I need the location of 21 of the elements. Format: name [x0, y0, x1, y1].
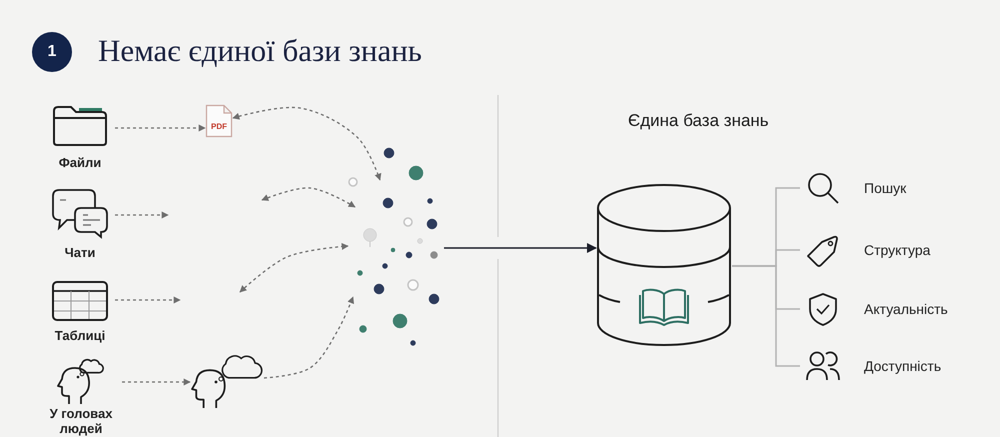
slide-title: Немає єдиної бази знань — [98, 32, 422, 70]
dashed-arrow — [261, 187, 356, 208]
feature-label: Актуальність — [864, 300, 948, 318]
dashed-arrow — [264, 296, 354, 379]
dashed-arrow — [232, 106, 382, 181]
arrow — [444, 243, 597, 253]
dashed-arrow — [239, 243, 349, 292]
node-label: Чати — [64, 245, 96, 260]
dashed-arrow — [115, 124, 206, 132]
step-number: 1 — [32, 32, 72, 72]
dashed-arrow — [122, 378, 191, 386]
node-label: У головах людей — [48, 406, 114, 436]
node-label: Таблиці — [54, 328, 106, 343]
section-heading: Єдина база знань — [628, 111, 769, 131]
dashed-arrow — [115, 212, 169, 218]
feature-label: Структура — [864, 242, 930, 258]
connector-line — [732, 265, 800, 367]
node-label: Файли — [58, 155, 102, 170]
feature-label: Пошук — [864, 180, 906, 196]
feature-label: Доступність — [864, 358, 942, 374]
dashed-arrow — [115, 296, 181, 304]
